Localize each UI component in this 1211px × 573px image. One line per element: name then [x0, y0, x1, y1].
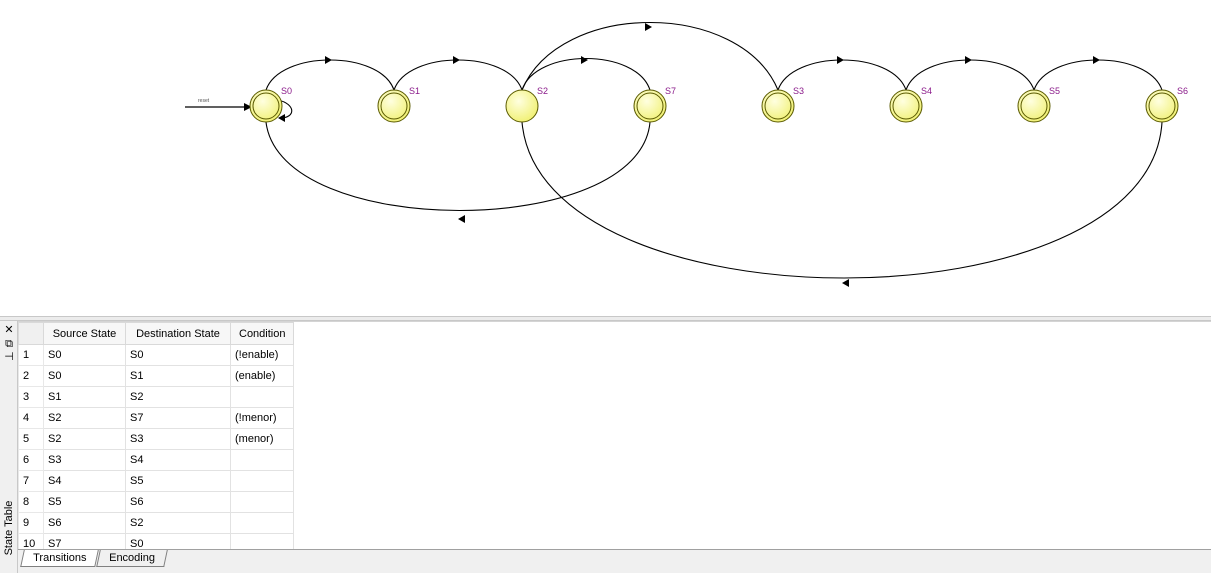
pin-icon[interactable]: ⊣ — [4, 351, 14, 363]
source-cell[interactable]: S6 — [43, 512, 126, 534]
tab-label: Transitions — [33, 552, 87, 564]
row-number: 3 — [18, 386, 44, 408]
state-label: S7 — [665, 86, 676, 96]
arrowheads — [278, 23, 1100, 287]
edge-s6-s2[interactable] — [521, 121, 1163, 279]
panel-title: State Table — [3, 500, 15, 556]
column-header-condition[interactable]: Condition — [229, 322, 295, 345]
row-number: 5 — [18, 428, 44, 450]
row-number: 2 — [18, 365, 44, 387]
destination-cell[interactable]: S7 — [125, 407, 231, 429]
condition-cell[interactable]: (!enable) — [229, 344, 295, 366]
row-number: 10 — [18, 533, 44, 549]
reset-label: reset — [198, 98, 210, 104]
panel-rail: ✕ ⧉ ⊣ State Table — [0, 321, 18, 573]
destination-cell[interactable]: S0 — [125, 344, 231, 366]
state-diagram: reset — [185, 21, 1188, 287]
condition-cell[interactable]: (!menor) — [229, 407, 295, 429]
source-cell[interactable]: S0 — [43, 365, 126, 387]
destination-cell[interactable]: S6 — [125, 491, 231, 513]
row-number: 7 — [18, 470, 44, 492]
condition-cell[interactable]: (enable) — [229, 365, 295, 387]
state-s4[interactable]: S4 — [889, 86, 932, 123]
destination-cell[interactable]: S1 — [125, 365, 231, 387]
destination-cell[interactable]: S3 — [125, 428, 231, 450]
state-s3[interactable]: S3 — [761, 86, 804, 123]
column-header-index — [18, 322, 44, 345]
state-s6[interactable]: S6 — [1145, 86, 1188, 123]
state-table-area: Source State Destination State Condition… — [18, 321, 1211, 549]
destination-cell[interactable]: S0 — [125, 533, 231, 549]
source-cell[interactable]: S4 — [43, 470, 126, 492]
source-cell[interactable]: S7 — [43, 533, 126, 549]
row-number: 8 — [18, 491, 44, 513]
state-table: Source State Destination State Condition… — [18, 322, 295, 549]
condition-cell[interactable] — [229, 449, 295, 471]
state-label: S3 — [793, 86, 804, 96]
state-s7[interactable]: S7 — [633, 86, 676, 123]
state-diagram-canvas[interactable]: reset — [0, 0, 1211, 316]
state-table-panel: ✕ ⧉ ⊣ State Table Source State Destinati… — [0, 321, 1211, 573]
condition-cell[interactable] — [229, 470, 295, 492]
state-label: S5 — [1049, 86, 1060, 96]
destination-cell[interactable]: S2 — [125, 386, 231, 408]
row-number: 4 — [18, 407, 44, 429]
condition-cell[interactable] — [229, 512, 295, 534]
table-header-row: Source State Destination State Condition — [18, 322, 295, 345]
source-cell[interactable]: S1 — [43, 386, 126, 408]
condition-cell[interactable]: (menor) — [229, 428, 295, 450]
source-cell[interactable]: S2 — [43, 428, 126, 450]
state-label: S1 — [409, 86, 420, 96]
tab-encoding[interactable]: Encoding — [96, 550, 168, 567]
state-s1[interactable]: S1 — [377, 86, 420, 123]
destination-cell[interactable]: S4 — [125, 449, 231, 471]
column-header-destination[interactable]: Destination State — [125, 322, 231, 345]
state-s2[interactable]: S2 — [505, 86, 548, 123]
state-s0[interactable]: S0 — [249, 86, 292, 123]
condition-cell[interactable] — [229, 491, 295, 513]
edge-s7-s0[interactable] — [265, 121, 651, 211]
float-icon[interactable]: ⧉ — [5, 338, 13, 350]
panel-splitter[interactable] — [0, 316, 1211, 321]
row-number: 6 — [18, 449, 44, 471]
state-label: S0 — [281, 86, 292, 96]
source-cell[interactable]: S5 — [43, 491, 126, 513]
condition-cell[interactable] — [229, 533, 295, 549]
destination-cell[interactable]: S2 — [125, 512, 231, 534]
edge-s2-s7[interactable] — [521, 57, 651, 91]
row-number: 1 — [18, 344, 44, 366]
tab-transitions[interactable]: Transitions — [20, 550, 100, 567]
state-s5[interactable]: S5 — [1017, 86, 1060, 123]
source-cell[interactable]: S2 — [43, 407, 126, 429]
column-header-source[interactable]: Source State — [43, 322, 126, 345]
row-number: 9 — [18, 512, 44, 534]
state-label: S4 — [921, 86, 932, 96]
edge-s2-s3[interactable] — [521, 21, 779, 91]
source-cell[interactable]: S0 — [43, 344, 126, 366]
source-cell[interactable]: S3 — [43, 449, 126, 471]
state-label: S6 — [1177, 86, 1188, 96]
destination-cell[interactable]: S5 — [125, 470, 231, 492]
tab-label: Encoding — [109, 552, 155, 564]
panel-tabbar: Transitions Encoding — [18, 549, 1211, 573]
close-icon[interactable]: ✕ — [4, 324, 14, 336]
reset-transition[interactable]: reset — [185, 98, 252, 111]
condition-cell[interactable] — [229, 386, 295, 408]
state-label: S2 — [537, 86, 548, 96]
transition-edges — [265, 21, 1163, 279]
